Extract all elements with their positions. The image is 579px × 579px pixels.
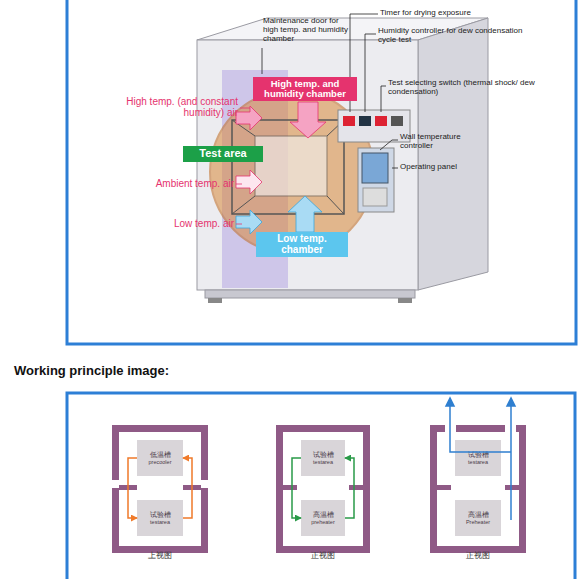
drawing-part xyxy=(450,404,511,452)
drawing-part xyxy=(111,480,120,488)
drawing-part xyxy=(236,106,262,130)
drawing-part xyxy=(381,86,386,112)
drawing-part xyxy=(362,153,388,183)
drawing-part xyxy=(505,485,519,490)
callout-label: High temp. (and constant humidity) air xyxy=(100,96,238,118)
drawing-part xyxy=(358,148,394,212)
drawing-part xyxy=(398,298,412,303)
drawing-part xyxy=(290,102,326,138)
airflow-arrow xyxy=(183,458,192,518)
drawing-part xyxy=(236,184,242,185)
drawing-part xyxy=(507,398,515,406)
chamber-cell: 高温槽Preheater xyxy=(455,500,501,536)
drawing-part xyxy=(349,485,363,490)
drawing-part xyxy=(208,298,222,303)
drawing-part xyxy=(236,210,262,234)
air-arrows xyxy=(236,102,326,234)
cell-subtitle: Preheater xyxy=(466,519,490,526)
partitions xyxy=(119,485,519,490)
drawing-part xyxy=(338,110,410,142)
band-text: Test area xyxy=(186,148,260,160)
callout-label: Wall temperature controller xyxy=(400,133,490,151)
chamber-cell: 试验槽testarea xyxy=(301,440,345,476)
section-heading: Working principle image: xyxy=(14,364,314,378)
drawing-part xyxy=(183,485,201,490)
drawing-part xyxy=(232,120,344,214)
control-panel xyxy=(338,110,410,212)
drawing-part xyxy=(510,404,512,520)
chamber-cell: 试验槽testarea xyxy=(137,500,183,536)
drawing-part xyxy=(197,40,418,290)
drawing-part xyxy=(446,398,454,406)
drawing-part xyxy=(119,485,137,490)
drawing-part xyxy=(255,136,327,196)
drawing-part xyxy=(262,48,263,74)
drawing-part xyxy=(380,140,398,150)
leader-lines xyxy=(236,14,398,224)
drawing-part xyxy=(236,224,242,225)
drawing-part xyxy=(365,34,376,112)
view-caption: 正视图 xyxy=(263,550,383,561)
drawing-part xyxy=(200,480,209,488)
drawing-part xyxy=(392,168,398,169)
cell-title: 试验槽 xyxy=(150,511,171,519)
drawing-part xyxy=(240,108,250,109)
drawing-part xyxy=(391,116,403,126)
band-text: Low temp. chamber xyxy=(259,234,345,255)
cell-title: 试验槽 xyxy=(313,451,334,459)
exhaust-flow xyxy=(446,398,515,520)
view-caption: 上视图 xyxy=(99,550,221,561)
airflow-arrow xyxy=(128,458,137,518)
drawing-part xyxy=(363,188,387,206)
callout-label: Humidity controller for dew condensation… xyxy=(378,27,528,45)
drawing-part xyxy=(343,116,355,126)
callout-label: Operating panel xyxy=(400,163,490,172)
chamber-band: Low temp. chamber xyxy=(256,232,348,257)
cell-subtitle: testarea xyxy=(313,459,333,466)
cell-subtitle: preheater xyxy=(311,519,335,526)
cell-title: 高温槽 xyxy=(313,511,334,519)
drawing-part xyxy=(205,290,415,298)
drawing-part xyxy=(375,116,387,126)
airflow-arrow xyxy=(345,458,354,518)
test-area-band: Test area xyxy=(183,146,263,162)
wall-openings xyxy=(111,424,516,488)
band-text: High temp. and humidity chamber xyxy=(256,79,354,99)
cell-subtitle: precooler xyxy=(149,459,172,466)
callout-label: Ambient temp. air xyxy=(120,178,234,189)
drawing-part xyxy=(437,485,451,490)
chamber-cell: 试验槽testarea xyxy=(455,440,501,476)
drawing-part xyxy=(418,18,488,290)
drawing-part xyxy=(327,196,344,214)
frame-top xyxy=(67,0,576,344)
drawing-part xyxy=(283,485,297,490)
callout-label: Low temp. air xyxy=(140,218,234,229)
view-caption: 正视图 xyxy=(417,550,539,561)
drawing-part xyxy=(236,170,262,194)
callout-label: Test selecting switch (thermal shock/ de… xyxy=(388,79,538,97)
chamber-cell: 高温槽preheater xyxy=(301,500,345,536)
cell-subtitle: testarea xyxy=(468,459,488,466)
chamber-band: High temp. and humidity chamber xyxy=(253,77,357,101)
callout-label: Timer for drying exposure xyxy=(380,9,530,18)
cell-title: 低温槽 xyxy=(150,451,171,459)
airflow-arrow xyxy=(292,458,301,518)
chamber-cell: 低温槽precooler xyxy=(137,440,183,476)
drawing-part xyxy=(288,196,322,232)
drawing-part xyxy=(359,116,371,126)
frame-bottom xyxy=(67,393,575,579)
callout-label: Maintenance door for high temp. and humi… xyxy=(263,17,355,43)
cell-subtitle: testarea xyxy=(150,519,170,526)
cell-title: 高温槽 xyxy=(468,511,489,519)
